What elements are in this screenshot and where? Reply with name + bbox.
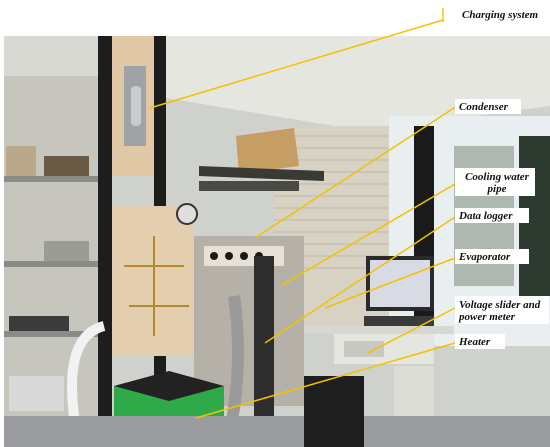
condenser-leader-line xyxy=(254,105,458,239)
heater-leader-line xyxy=(195,342,456,419)
heater-label: Heater xyxy=(459,336,491,348)
heater-label-box xyxy=(455,334,505,349)
data-logger-label-box xyxy=(455,208,529,223)
cooling-water-pipe-leader-line xyxy=(281,183,456,286)
evaporator-leader-line xyxy=(324,257,456,309)
cooling-water-pipe-label-box xyxy=(455,168,535,196)
condenser-label-box xyxy=(455,99,521,114)
charging-system-label: Charging system xyxy=(462,9,539,21)
voltage-slider-label: Voltage slider and power meter xyxy=(459,299,541,323)
condenser-label: Condenser xyxy=(459,101,508,113)
data-logger-leader-line xyxy=(264,216,456,344)
voltage-slider-leader-line xyxy=(367,307,456,354)
evaporator-label: Evaporator xyxy=(459,251,511,263)
data-logger-label: Data logger xyxy=(459,210,513,222)
voltage-slider-label-box xyxy=(455,296,549,324)
charging-system-leader-line xyxy=(149,19,444,109)
cooling-water-pipe-label: Cooling water pipe xyxy=(465,171,529,195)
evaporator-label-box xyxy=(455,249,529,264)
